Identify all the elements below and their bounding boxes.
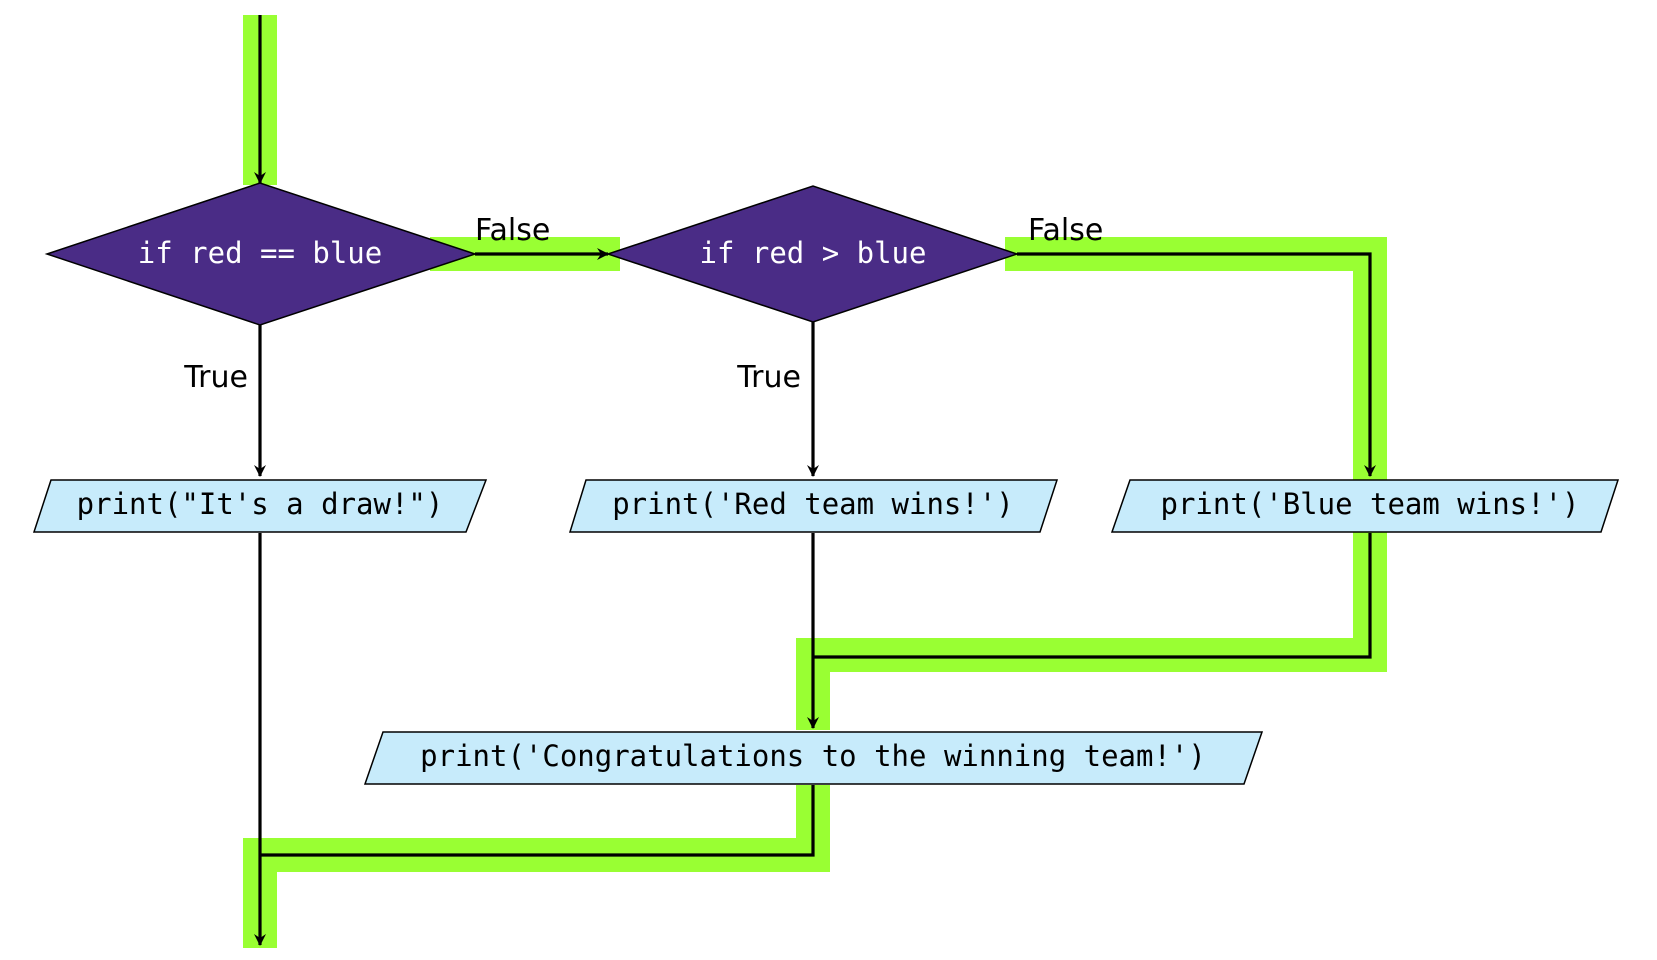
output-text: print('Red team wins!') <box>612 487 1014 521</box>
output-text: print('Congratulations to the winning te… <box>420 739 1206 773</box>
label-d2-false: False <box>1028 213 1103 248</box>
decision-diamond <box>605 185 1020 323</box>
output-blue-wins: print('Blue team wins!') <box>1110 479 1620 533</box>
label-d2-true: True <box>736 360 801 395</box>
label-d1-true: True <box>183 360 248 395</box>
edge-d2-false <box>1017 252 1376 477</box>
highlight-blue-to-congrats <box>796 533 1387 730</box>
edge-blue-to-merge <box>813 533 1372 659</box>
decision-red-greater-blue: if red > blue <box>605 185 1020 323</box>
decision-text: if red > blue <box>700 236 927 270</box>
decision-diamond <box>44 182 478 326</box>
output-text: print("It's a draw!") <box>77 487 444 521</box>
decision-text: if red == blue <box>138 236 382 270</box>
output-text: print('Blue team wins!') <box>1160 487 1579 521</box>
label-d1-false: False <box>475 213 550 248</box>
output-parallelogram <box>1110 479 1620 533</box>
output-draw: print("It's a draw!") <box>32 479 488 533</box>
output-red-wins: print('Red team wins!') <box>568 479 1059 533</box>
connectors <box>254 15 1376 946</box>
highlight-congrats-to-exit <box>243 785 830 948</box>
output-parallelogram <box>568 479 1059 533</box>
edge-congrats-to-exit <box>260 785 815 857</box>
output-parallelogram <box>363 731 1264 785</box>
decision-red-equals-blue: if red == blue <box>44 182 478 326</box>
output-congratulations: print('Congratulations to the winning te… <box>363 731 1264 785</box>
output-parallelogram <box>32 479 488 533</box>
